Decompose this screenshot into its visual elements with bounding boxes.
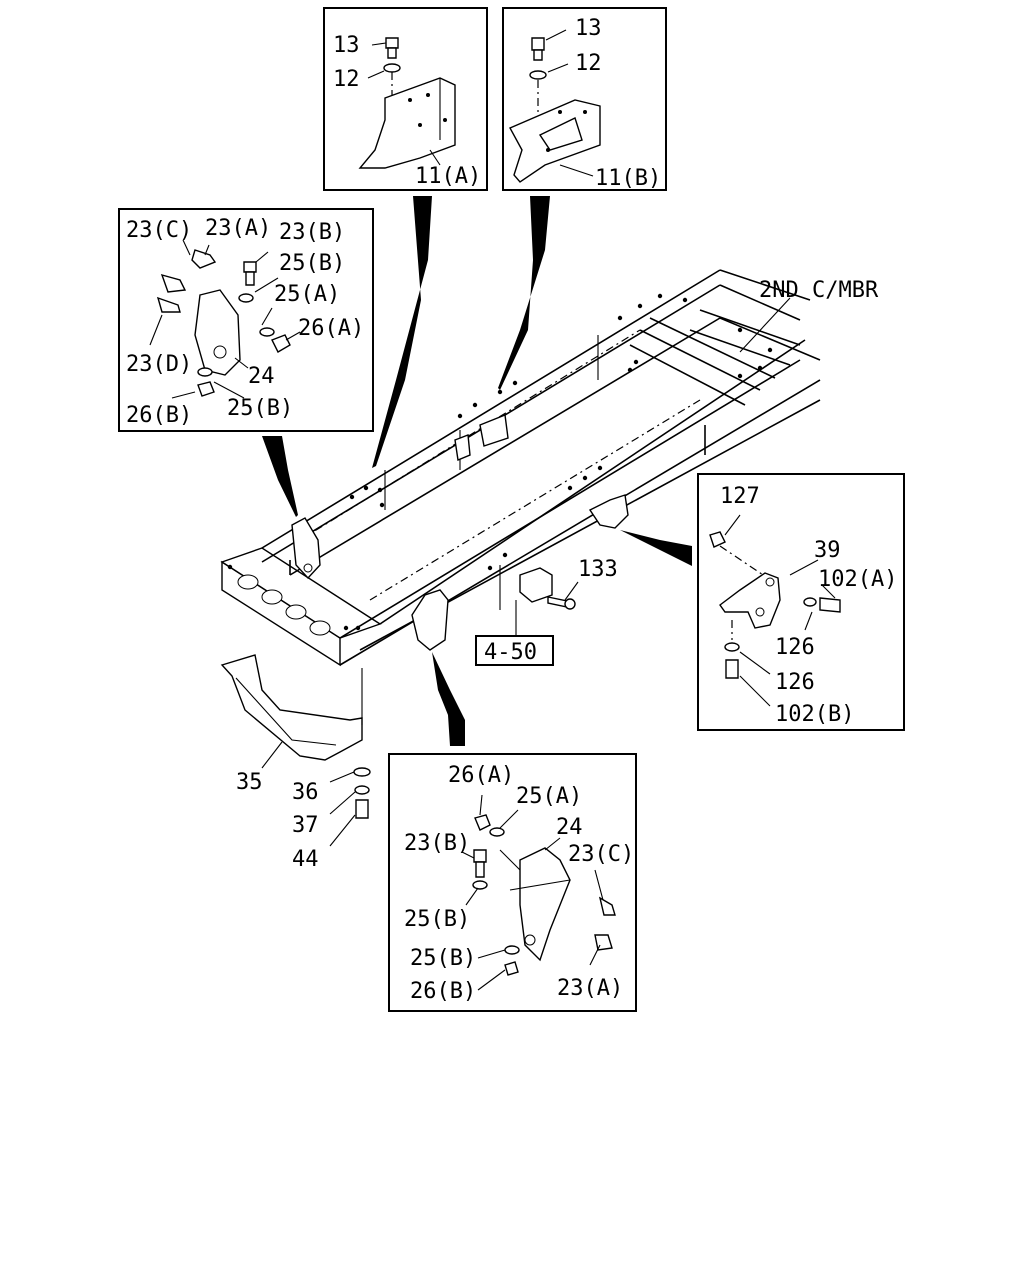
label-13-a: 13 [333, 33, 360, 58]
label-24: 24 [248, 364, 275, 389]
label-12-a: 12 [333, 67, 360, 92]
label-35: 35 [236, 770, 263, 795]
label-11-a: 11(A) [415, 164, 481, 189]
label-126-a: 126 [775, 635, 815, 660]
label-11-b: 11(B) [595, 166, 661, 191]
ref-4-50 [475, 581, 579, 666]
label-133: 133 [578, 557, 618, 582]
callout-labels: 13 12 11(A) 13 12 11(B) 23(C) 23(A) 23(B… [126, 16, 897, 1004]
label-102a: 102(A) [818, 567, 897, 592]
label-m26a: 26(A) [448, 763, 514, 788]
label-127: 127 [720, 484, 760, 509]
detail-box-bottom-bracket [388, 753, 637, 1012]
label-37: 37 [292, 813, 319, 838]
label-25b-2: 25(B) [227, 396, 293, 421]
detail-box-11b [502, 7, 667, 191]
label-m23c: 23(C) [568, 842, 634, 867]
label-m23a: 23(A) [557, 976, 623, 1001]
label-39: 39 [814, 538, 841, 563]
label-12-b: 12 [575, 51, 602, 76]
label-126-b: 126 [775, 670, 815, 695]
label-26a: 26(A) [298, 316, 364, 341]
detail-box-left-bracket [118, 208, 374, 432]
label-23a: 23(A) [205, 216, 271, 241]
label-44: 44 [292, 847, 319, 872]
detail-box-right-bracket [697, 473, 905, 731]
label-25b-1: 25(B) [279, 251, 345, 276]
label-26b: 26(B) [126, 403, 192, 428]
label-m23b: 23(B) [404, 831, 470, 856]
label-m25b-2: 25(B) [410, 946, 476, 971]
label-13-b: 13 [575, 16, 602, 41]
label-2nd-cmbr: 2ND C/MBR [759, 278, 879, 303]
leader-wedges [262, 196, 692, 746]
label-m24: 24 [556, 815, 583, 840]
label-m25b-1: 25(B) [404, 907, 470, 932]
label-36: 36 [292, 780, 319, 805]
label-m25a: 25(A) [516, 784, 582, 809]
label-m26b: 26(B) [410, 979, 476, 1004]
label-25a: 25(A) [274, 282, 340, 307]
label-23d: 23(D) [126, 352, 192, 377]
support-bracket-parts [261, 741, 371, 847]
label-23c: 23(C) [126, 218, 192, 243]
label-4-50: 4-50 [484, 640, 537, 665]
label-23b: 23(B) [279, 220, 345, 245]
detail-box-11a [323, 7, 488, 191]
label-102b: 102(B) [775, 702, 854, 727]
chassis-frame [220, 269, 821, 761]
